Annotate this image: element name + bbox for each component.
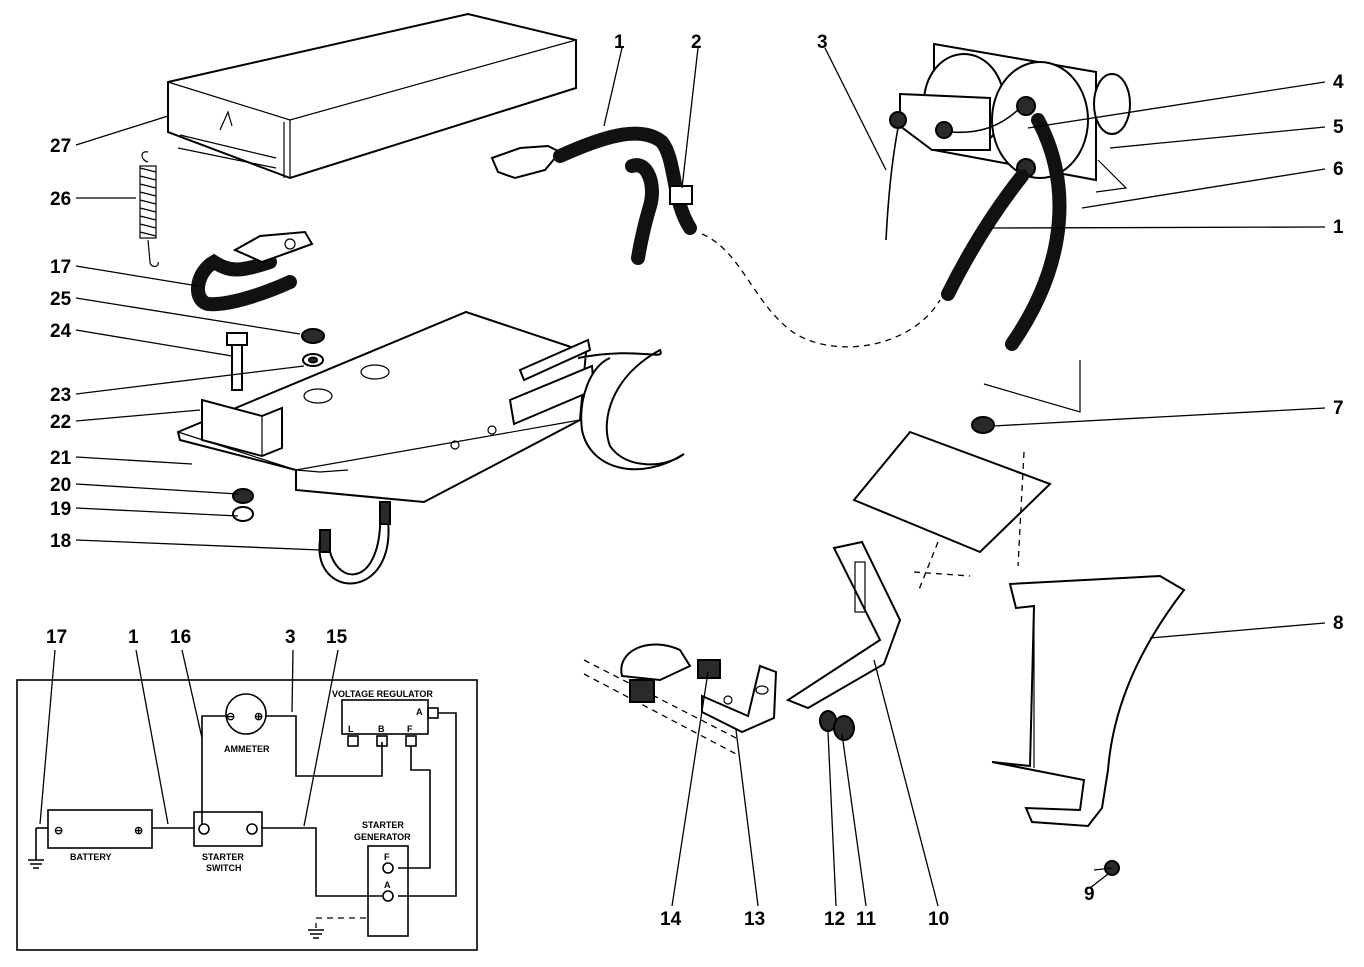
callout-4: 4 [1333,72,1344,93]
callout-1-right: 1 [1333,217,1344,238]
callout-13: 13 [744,909,765,930]
callout-2: 2 [691,32,702,53]
callout-12: 12 [824,909,845,930]
floor-panel [852,360,1081,593]
battery-plus: ⊕ [134,825,143,837]
starter-switch-symbol [193,811,263,847]
callout-8: 8 [1333,613,1344,634]
battery-minus: ⊖ [54,825,63,837]
callout-1-top: 1 [614,32,625,53]
schematic-num-16: 16 [170,627,191,648]
ammeter-minus: ⊖ [226,711,235,723]
battery-tray [176,310,685,585]
wiring-schematic: 17 1 16 3 15 ⊖ ⊕ BATTERY STARTER SWITCH … [16,627,478,951]
starter-switch-label-1: STARTER [202,852,244,862]
terminal-B: B [378,724,385,734]
battery-label: BATTERY [70,852,112,862]
callout-numbers: 1 2 3 4 5 6 1 7 8 9 10 11 12 13 14 27 26… [50,32,1344,930]
callout-5: 5 [1333,117,1344,138]
terminal-L: L [348,724,354,734]
starter-generator-label-1: STARTER [362,820,404,830]
callout-26: 26 [50,189,71,210]
schematic-num-15: 15 [326,627,348,648]
callout-21: 21 [50,448,72,469]
gen-terminal-F: F [384,852,390,862]
gen-terminal-A: A [384,880,391,890]
voltage-regulator-label: VOLTAGE REGULATOR [332,689,433,699]
regulator-bracket [583,540,902,757]
battery-symbol [47,809,153,849]
callout-19: 19 [50,499,71,520]
callout-10: 10 [928,909,949,930]
callout-7: 7 [1333,398,1344,419]
terminal-A: A [416,707,423,717]
ammeter-symbol [225,693,267,735]
battery-cover [167,12,577,180]
callout-20: 20 [50,475,71,496]
terminal-F: F [407,724,413,734]
callout-14: 14 [660,909,682,930]
ammeter-plus: ⊕ [254,711,263,723]
mounting-bracket [991,574,1186,876]
callout-18: 18 [50,531,71,552]
callout-17: 17 [50,257,71,278]
voltage-regulator [885,42,1131,351]
starter-generator-label-2: GENERATOR [354,832,411,842]
schematic-num-17: 17 [46,627,67,648]
callout-25: 25 [50,289,72,310]
ground-cable [191,230,314,312]
voltage-regulator-symbol [341,699,429,735]
callout-24: 24 [50,321,72,342]
callout-11: 11 [856,909,877,930]
callout-leaders [75,47,1326,907]
battery-cable [490,126,941,348]
callout-3: 3 [817,32,828,53]
callout-22: 22 [50,412,71,433]
callout-27: 27 [50,136,71,157]
starter-switch-label-2: SWITCH [206,863,242,873]
callout-9: 9 [1084,884,1095,905]
schematic-num-3: 3 [285,627,296,648]
callout-6: 6 [1333,159,1344,180]
ammeter-label: AMMETER [224,744,270,754]
spring [139,151,159,268]
starter-generator-symbol [367,845,409,937]
schematic-num-1: 1 [128,627,139,648]
callout-23: 23 [50,385,71,406]
